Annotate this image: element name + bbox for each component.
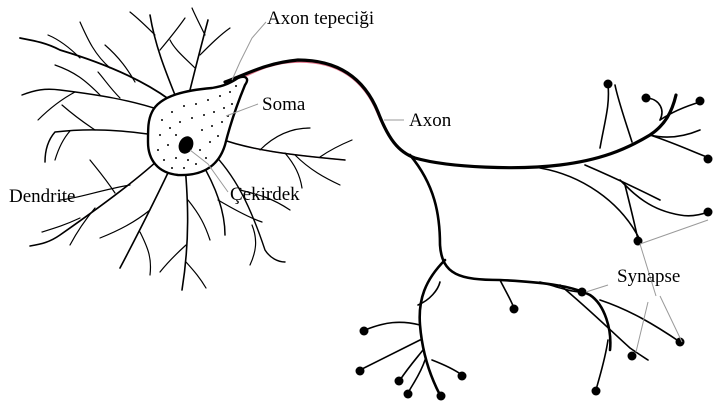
label-axon-hillock: Axon tepeciği [267, 8, 374, 29]
soma [148, 77, 247, 175]
label-soma: Soma [262, 94, 306, 115]
axon-terminals-bottom [356, 280, 685, 401]
axon-terminals [540, 80, 713, 246]
label-dendrite: Dendrite [9, 186, 75, 207]
label-axon: Axon [409, 110, 452, 131]
label-synapse: Synapse [617, 266, 680, 287]
label-nucleus: Çekirdek [230, 184, 300, 205]
